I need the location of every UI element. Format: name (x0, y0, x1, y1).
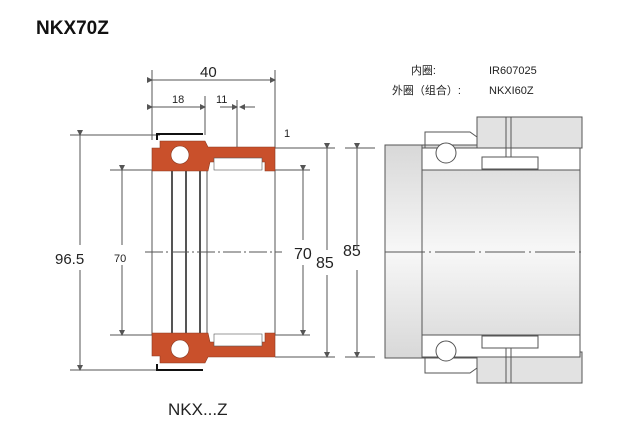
dim-inner-dia-right: 70 (294, 246, 312, 263)
dim-outer-dia: 85 (316, 255, 334, 272)
section-view (70, 70, 335, 371)
seal-shell-bottom (156, 364, 203, 371)
dim-outer-dia-mounted: 85 (343, 243, 361, 260)
dim-needle-offset: 11 (216, 94, 227, 106)
outer-ring-top (151, 140, 276, 172)
dim-chamfer: 1 (284, 128, 290, 140)
mounted-view (345, 116, 583, 384)
dim-width: 40 (200, 64, 217, 81)
seal-shell-top (156, 133, 203, 140)
part-label-inner: 内圈: (411, 63, 436, 77)
housing-top (476, 116, 583, 149)
part-value-inner: IR607025 (489, 65, 537, 77)
part-value-outer: NKXI60Z (489, 85, 534, 97)
dim-housing-dia: 96.5 (55, 251, 84, 268)
dim-inner-dia-left: 70 (114, 253, 126, 265)
dim-ball-section: 18 (172, 94, 184, 106)
part-label-outer: 外圈（组合）: (392, 83, 461, 97)
outer-ring-bottom (151, 332, 276, 364)
part-title: NKX70Z (36, 18, 109, 39)
series-caption: NKX...Z (168, 400, 228, 419)
